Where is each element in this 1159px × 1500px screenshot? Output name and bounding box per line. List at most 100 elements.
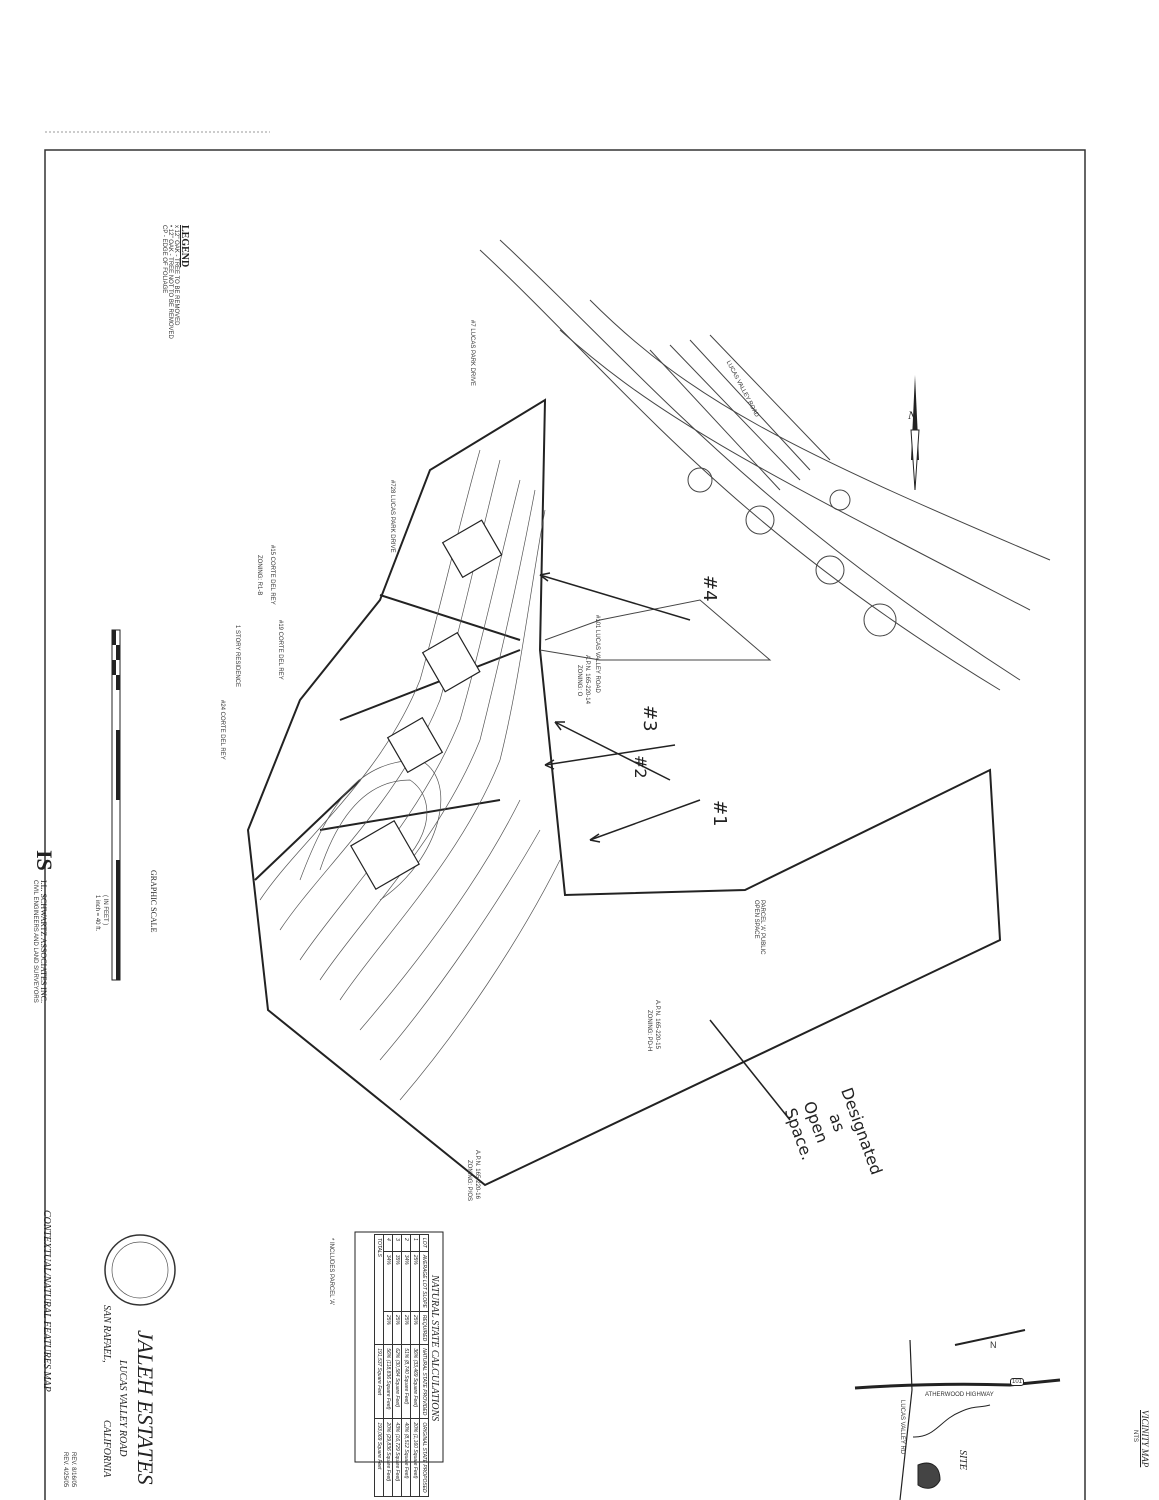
parcel-a-label: PARCEL 'A' PUBLIC OPEN SPACE — [753, 900, 765, 955]
lucas-park-2: #728 LUCAS PARK DRIVE — [389, 480, 395, 553]
cell: 25% — [383, 1311, 393, 1345]
legend: LEGEND x 12" OAK - TREE TO BE REMOVED • … — [161, 225, 190, 339]
natural-state-calculations: NATURAL STATE CALCULATIONS LOT AVERAGE L… — [374, 1234, 440, 1497]
lucas-park-1: #7 LUCAS PARK DRIVE — [469, 320, 475, 386]
vicinity-scale: NTS — [1132, 1430, 1138, 1442]
zoning-r1: ZONING: R1-B — [256, 555, 262, 596]
col-header: LOT — [419, 1234, 429, 1252]
cell: TOTALS — [374, 1234, 384, 1345]
project-state: CALIFORNIA — [101, 1420, 112, 1478]
lucas-valley-road — [479, 239, 1051, 691]
lot-1-label: #1 — [709, 800, 730, 827]
address-101: #101 LUCAS VALLEY ROAD — [594, 615, 600, 693]
vicinity-highway: ATHERWOOD HIGHWAY — [925, 1392, 994, 1398]
lot-3-label: #3 — [639, 705, 660, 732]
project-title: JALEH ESTATES — [133, 1330, 158, 1485]
cell: 40% (8,512 Square Feet) — [401, 1418, 411, 1497]
cell: 3 — [392, 1234, 402, 1252]
legend-title: LEGEND — [179, 225, 190, 268]
zoning-plos: ZONING: P/OS — [466, 1160, 472, 1202]
cell: 191,537 Square Feet — [374, 1344, 384, 1419]
cell: 20% (29,836 Square Feet) — [383, 1418, 393, 1497]
cell: 2 — [401, 1234, 411, 1252]
cell: 62% (30,584 Square Feet) — [392, 1344, 402, 1419]
cell: 1 — [410, 1234, 420, 1252]
map-title: CONTEXTUAL/NATURAL FEATURES MAP — [41, 1210, 52, 1392]
cell: 25% — [392, 1311, 402, 1345]
lot-4-label: #4 — [699, 575, 720, 602]
apn-16: A.P.N. 165-220-16 — [474, 1150, 480, 1199]
lot-2-label: #2 — [631, 755, 650, 779]
topographic-contours — [259, 449, 561, 1101]
legend-label: TREE NOT TO BE REMOVED — [167, 257, 173, 339]
vicinity-map-title: VICINITY MAP — [1140, 1410, 1150, 1468]
legend-symbol: x 12" OAK — [173, 225, 179, 253]
revision: REV. 4/25/05 — [62, 1452, 68, 1488]
cell: 193,069 Square Feet — [374, 1418, 384, 1497]
engineer-subtitle: CIVIL ENGINEERS AND LAND SURVEYORS — [32, 880, 38, 1003]
cell: 34% — [401, 1251, 411, 1312]
legend-label: TREE TO BE REMOVED — [173, 258, 179, 326]
calc-title: NATURAL STATE CALCULATIONS — [429, 1274, 440, 1422]
cell: 56% (118,836 Square Feet) — [383, 1344, 393, 1419]
residence-label: 1 STORY RESIDENCE — [234, 625, 240, 688]
legend-label: EDGE OF FOLIAGE — [161, 238, 167, 294]
house-footprints — [350, 519, 503, 890]
apn-15: A.P.N. 165-220-15 — [654, 1000, 660, 1049]
legend-symbol: • 12" OAK — [167, 225, 173, 252]
engineer-logo: IS — [32, 850, 57, 871]
corte-2: #19 CORTE DEL REY — [277, 620, 283, 680]
cell: 34% — [383, 1251, 393, 1312]
corte-3: #24 CORTE DEL REY — [219, 700, 225, 760]
calc-table-frame — [354, 1231, 444, 1463]
cell: 25% — [410, 1251, 420, 1312]
cell: 25% — [401, 1311, 411, 1345]
revision: REV. 8/16/05 — [70, 1452, 76, 1488]
parcel-14-boundary — [539, 599, 772, 661]
calc-table: LOT AVERAGE LOT SLOPE REQUIRED NATURAL S… — [374, 1234, 429, 1497]
vicinity-map-drawing — [854, 1329, 1061, 1500]
hand-arrows — [539, 572, 791, 1121]
project-city: SAN RAFAEL, — [101, 1305, 112, 1363]
cell: 25% — [410, 1311, 420, 1345]
cell: 4 — [383, 1234, 393, 1252]
lot-lines — [254, 594, 521, 881]
vicinity-route-shield: 101 — [1010, 1378, 1025, 1386]
cell: 20% (1,160 Square Feet) — [410, 1418, 420, 1497]
north-arrow — [910, 375, 920, 491]
cell: 35% — [392, 1251, 402, 1312]
cell: 51% (8,740 Square Feet) — [401, 1344, 411, 1419]
apn-14: A.P.N. 165-220-14 — [584, 655, 590, 704]
engineer-name: I.L. SCHWARTZ ASSOCIATES INC. — [39, 880, 48, 1004]
scale-units: ( IN FEET ) — [102, 895, 108, 926]
cell: 43% (16,729 Square Feet) — [392, 1418, 402, 1497]
zoning-pdh: ZONING: PD-H — [646, 1010, 652, 1052]
north-label: N — [908, 408, 917, 422]
parcel-boundary — [246, 398, 1002, 1187]
graphic-scale-title: GRAPHIC SCALE — [149, 870, 158, 933]
col-header: NATURAL STATE PROVIDED — [419, 1344, 429, 1419]
sheet-border — [44, 149, 1086, 1500]
cell: 36% (33,469 Square Feet) — [410, 1344, 420, 1419]
scale-ratio: 1 inch = 40 ft. — [94, 895, 100, 932]
vicinity-site-label: SITE — [957, 1450, 968, 1470]
graphic-scale-bar — [111, 629, 121, 981]
col-header: ORIGINAL STATE PROPOSED — [419, 1418, 429, 1497]
corte-1: #15 CORTE DEL REY — [269, 545, 275, 605]
vicinity-road: LUCAS VALLEY RD — [899, 1400, 905, 1455]
engineer-seal — [104, 1234, 176, 1306]
legend-symbol: CP — [161, 225, 167, 234]
vicinity-north: N — [990, 1340, 997, 1350]
tree-row — [687, 467, 897, 637]
calc-note: * INCLUDES PARCEL 'A' — [328, 1238, 334, 1306]
col-header: AVERAGE LOT SLOPE — [419, 1251, 429, 1312]
project-street: LUCAS VALLEY ROAD — [117, 1360, 128, 1457]
zoning-o: ZONING: O — [576, 665, 582, 697]
table-header: LOT AVERAGE LOT SLOPE REQUIRED NATURAL S… — [419, 1234, 429, 1497]
